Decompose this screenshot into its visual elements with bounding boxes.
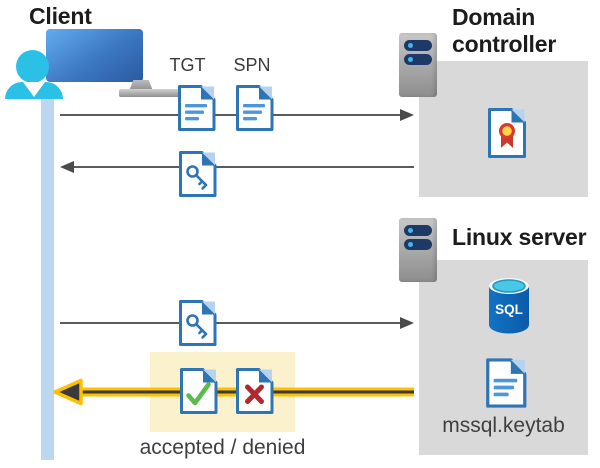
server-led [408, 43, 413, 48]
sql-label: SQL [495, 302, 523, 317]
response-arrow-ticket [60, 161, 414, 173]
denied-x-icon [236, 368, 274, 414]
server-led [408, 242, 413, 247]
domain-controller-label: Domain controller [452, 4, 557, 57]
server-bar [404, 40, 432, 51]
client-user-icon [0, 0, 200, 120]
key-ticket-icon-2 [179, 300, 217, 346]
request-arrow-service-ticket [60, 317, 414, 329]
tgt-label: TGT [169, 55, 206, 75]
spn-label: SPN [233, 55, 271, 75]
spn-document-icon [236, 85, 274, 131]
accepted-check-icon [180, 368, 218, 414]
person-collar [23, 82, 45, 97]
domain-controller-server-icon [399, 33, 437, 97]
response-arrow-accept-deny [53, 378, 414, 406]
server-bar [404, 225, 432, 236]
server-bar [404, 54, 432, 65]
tgt-document-icon [178, 85, 216, 131]
monitor-stand-base [119, 89, 181, 97]
key-ticket-icon-1 [179, 151, 217, 197]
result-label: accepted / denied [139, 436, 306, 459]
client-lifeline [41, 93, 54, 460]
certificate-icon [488, 108, 526, 158]
server-led [408, 57, 413, 62]
keytab-document-icon [486, 358, 527, 408]
server-bar [404, 239, 432, 250]
person-head-icon [16, 50, 49, 83]
sql-database-icon: SQL [489, 278, 529, 334]
linux-server-icon [399, 218, 437, 282]
request-arrow-tgt-spn [60, 109, 414, 121]
server-led [408, 228, 413, 233]
monitor-icon [46, 29, 143, 82]
client-label: Client [29, 3, 92, 29]
linux-server-label: Linux server [452, 224, 587, 250]
keytab-label: mssql.keytab [442, 414, 565, 437]
monitor-stand-neck [129, 80, 153, 91]
